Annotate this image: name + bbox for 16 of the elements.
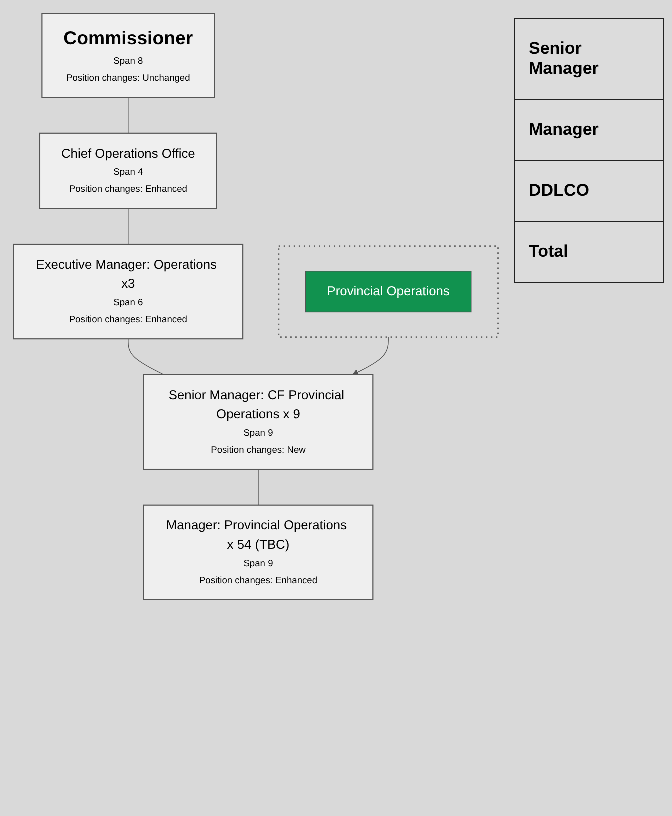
node-box: Provincial Operations	[305, 271, 472, 313]
connector	[258, 469, 259, 506]
node-box: Senior Manager: CF Provincial Operations x 9 Span 9 Position changes: New	[143, 374, 374, 470]
table-cell: DDLCO	[514, 160, 664, 222]
node-box: Executive Manager: Operations x3 Span 6 Position changes: Enhanced	[13, 244, 244, 340]
connector	[128, 338, 164, 376]
arrow	[352, 336, 389, 376]
table-cell: Total	[514, 222, 664, 282]
node-box: Commissioner Span 8 Position changes: Unchanged	[42, 13, 216, 98]
node-box: Chief Operations Office Span 4 Position changes: Enhanced	[39, 132, 218, 210]
table-cell: Manager	[514, 100, 664, 160]
cluster	[278, 246, 499, 338]
node-box: Manager: Provincial Operations x 54 (TBC) Span 9 Position changes: Enhanced	[143, 504, 374, 600]
connector	[128, 208, 129, 245]
connector	[128, 97, 129, 134]
table-cell: Senior Manager	[514, 18, 664, 100]
